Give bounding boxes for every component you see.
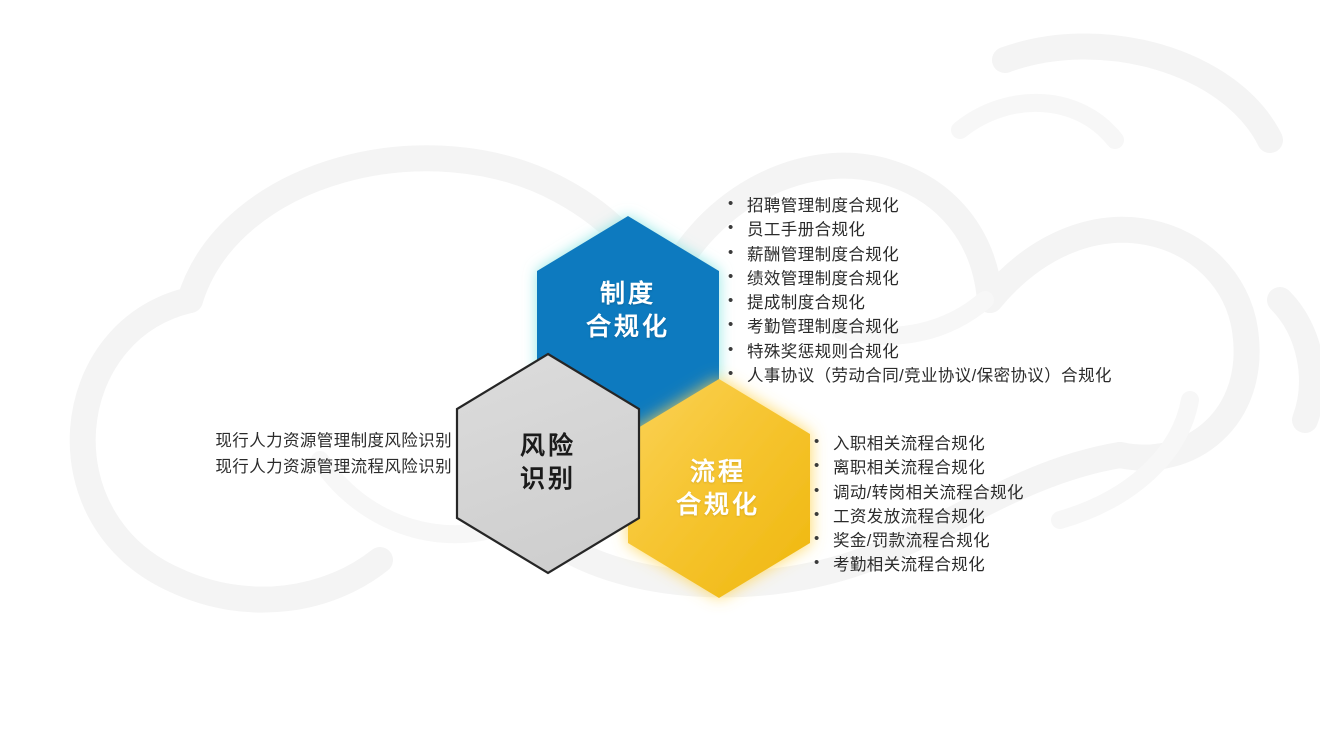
hexagon-label-risk-identification: 风险 识别 (458, 430, 638, 496)
list-item: 离职相关流程合规化 (812, 455, 1024, 480)
risk-caption: 现行人力资源管理制度风险识别 (215, 432, 452, 450)
process-compliance-bullet-list: 入职相关流程合规化 离职相关流程合规化 调动/转岗相关流程合规化 工资发放流程合… (812, 431, 1024, 578)
hexagon-label-line2: 合规化 (675, 491, 760, 519)
list-item: 员工手册合规化 (726, 217, 1112, 242)
risk-identification-captions: 现行人力资源管理制度风险识别 现行人力资源管理流程风险识别 (0, 429, 452, 480)
list-item: 考勤相关流程合规化 (812, 552, 1024, 577)
list-item: 调动/转岗相关流程合规化 (812, 479, 1024, 505)
list-item: 招聘管理制度合规化 (726, 193, 1112, 218)
hexagon-label-line1: 风险 (519, 432, 576, 460)
list-item: 奖金/罚款流程合规化 (812, 528, 1024, 553)
list-item: 薪酬管理制度合规化 (726, 241, 1112, 267)
list-item: 工资发放流程合规化 (812, 504, 1024, 529)
risk-caption: 现行人力资源管理流程风险识别 (215, 457, 452, 476)
list-item: 入职相关流程合规化 (812, 431, 1024, 456)
hexagon-label-process-compliance: 流程 合规化 (628, 456, 808, 522)
list-item: 绩效管理制度合规化 (726, 266, 1112, 291)
system-compliance-bullet-list: 招聘管理制度合规化 员工手册合规化 薪酬管理制度合规化 绩效管理制度合规化 提成… (726, 193, 1112, 388)
list-item: 考勤管理制度合规化 (726, 314, 1112, 339)
list-item: 人事协议（劳动合同/竞业协议/保密协议）合规化 (726, 363, 1112, 388)
hexagon-label-line2: 合规化 (585, 313, 670, 341)
hexagon-label-system-compliance: 制度 合规化 (538, 278, 718, 344)
list-item: 提成制度合规化 (726, 290, 1112, 315)
hexagon-label-line2: 识别 (519, 465, 576, 493)
list-item: 特殊奖惩规则合规化 (726, 338, 1112, 364)
hexagon-label-line1: 流程 (689, 458, 746, 486)
hexagon-label-line1: 制度 (599, 280, 656, 308)
